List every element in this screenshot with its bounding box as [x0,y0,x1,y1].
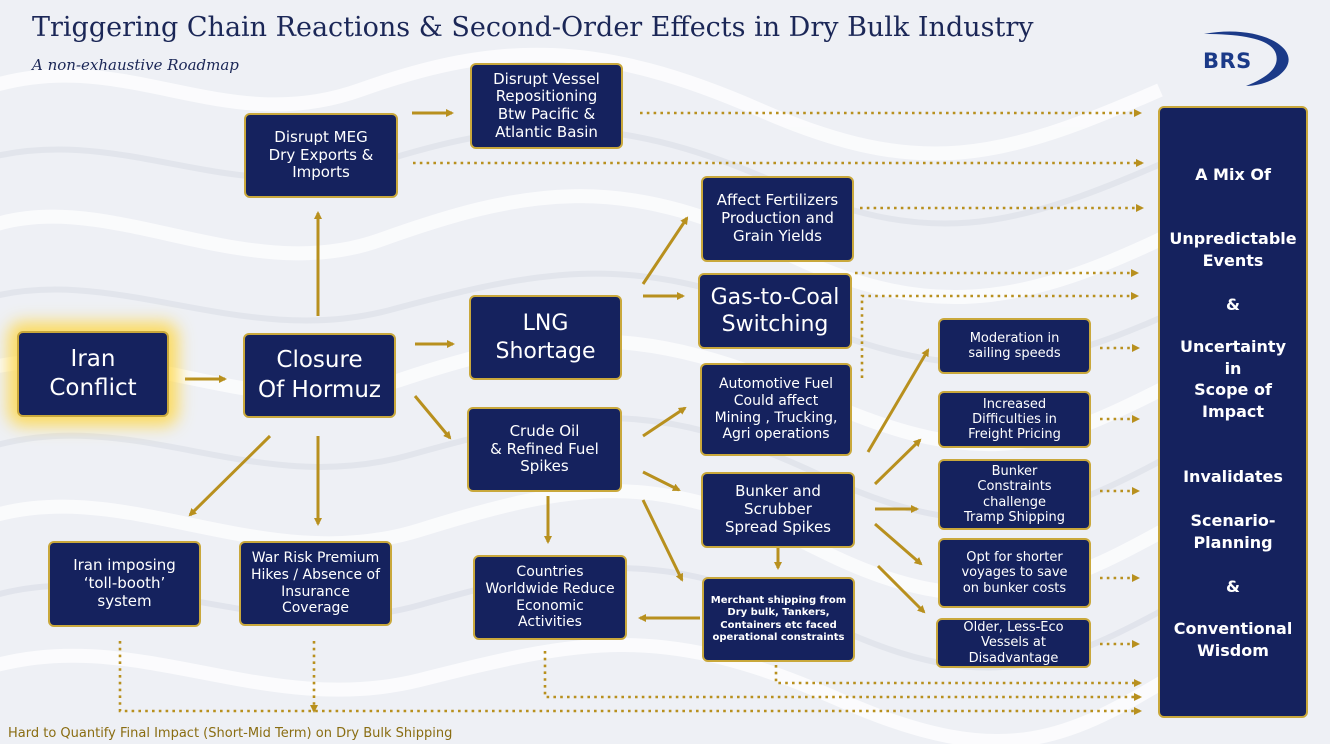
footer-note: Hard to Quantify Final Impact (Short-Mid… [8,726,453,741]
older-vessels-box: Older, Less-Eco Vessels at Disadvantage [936,618,1091,668]
closure-hormuz-box: Closure Of Hormuz [243,333,396,418]
outcome-line-2: Unpredictable Events [1169,229,1297,270]
merchant-shipping-box: Merchant shipping from Dry bulk, Tankers… [702,577,855,662]
automotive-fuel-box: Automotive Fuel Could affect Mining , Tr… [700,363,852,456]
page-title: Triggering Chain Reactions & Second-Orde… [32,12,1034,43]
iran-conflict-box: Iran Conflict [17,331,169,417]
crude-oil-box: Crude Oil & Refined Fuel Spikes [467,407,622,492]
disrupt-meg-box: Disrupt MEG Dry Exports & Imports [244,113,398,198]
outcome-line-3: & [1226,295,1240,314]
countries-reduce-box: Countries Worldwide Reduce Economic Acti… [473,555,627,640]
opt-shorter-box: Opt for shorter voyages to save on bunke… [938,538,1091,608]
moderation-box: Moderation in sailing speeds [938,318,1091,374]
outcome-line-7: & [1226,577,1240,596]
gas-to-coal-box: Gas-to-Coal Switching [698,273,852,349]
iran-toll-box: Iran imposing ‘toll-booth’ system [48,541,201,627]
outcome-line-6: Scenario- Planning [1190,511,1276,552]
freight-pricing-box: Increased Difficulties in Freight Pricin… [938,391,1091,448]
disrupt-vessel-box: Disrupt Vessel Repositioning Btw Pacific… [470,63,623,149]
outcome-line-1: A Mix Of [1195,165,1271,184]
lng-shortage-box: LNG Shortage [469,295,622,380]
bunker-scrubber-box: Bunker and Scrubber Spread Spikes [701,472,855,548]
outcome-line-5: Invalidates [1183,467,1283,486]
war-risk-box: War Risk Premium Hikes / Absence of Insu… [239,541,392,626]
outcome-line-4: Uncertainty in Scope of Impact [1179,337,1286,421]
bunker-constraints-box: Bunker Constraints challenge Tramp Shipp… [938,459,1091,530]
outcome-panel: A Mix Of Unpredictable Events & Uncertai… [1158,106,1308,718]
affect-fertilizers-box: Affect Fertilizers Production and Grain … [701,176,854,262]
page-subtitle: A non-exhaustive Roadmap [32,56,239,74]
outcome-line-8: Conventional Wisdom [1173,619,1293,660]
brs-logo: BRS [1203,49,1252,73]
